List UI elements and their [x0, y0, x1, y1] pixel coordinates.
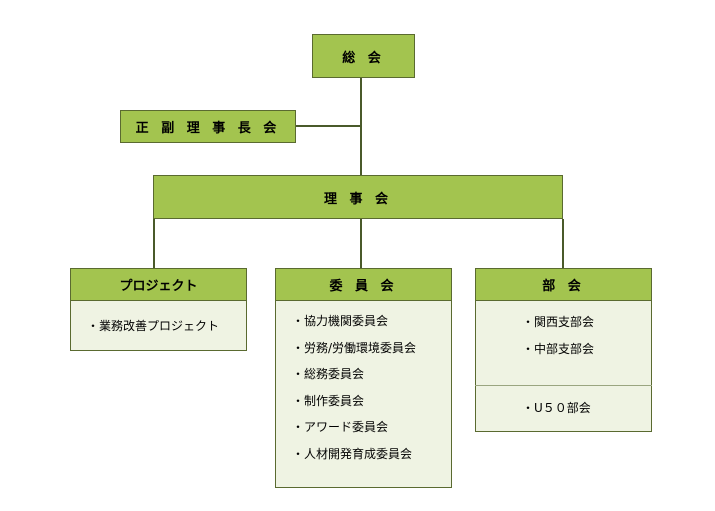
list-item: ・総務委員会 — [292, 367, 365, 381]
general-meeting-node: 総 会 — [312, 34, 415, 78]
connector-board-to-project — [153, 219, 155, 269]
division-item-list: ・関西支部会 ・中部支部会 — [476, 301, 651, 376]
list-item: ・労務/労働環境委員会 — [292, 340, 417, 355]
division-group-title: 部 会 — [476, 269, 651, 301]
division-extra-item-list: ・U５０部会 — [476, 386, 651, 422]
list-item: ・制作委員会 — [292, 393, 365, 408]
division-group: 部 会 ・関西支部会 ・中部支部会 ・U５０部会 — [475, 268, 652, 432]
division-divider — [475, 385, 652, 386]
connector-general-to-board — [360, 78, 362, 175]
committee-group-title: 委 員 会 — [276, 269, 451, 301]
project-group-title: プロジェクト — [71, 269, 246, 301]
connector-board-to-division — [562, 219, 564, 269]
list-item: ・協力機関委員会 — [292, 314, 389, 328]
committee-item-list: ・協力機関委員会 ・労務/労働環境委員会 ・総務委員会 ・制作委員会 ・アワード… — [276, 301, 451, 467]
list-item: ・人材開発育成委員会 — [292, 446, 413, 461]
chair-meeting-node: 正 副 理 事 長 会 — [120, 110, 296, 143]
list-item: ・U５０部会 — [522, 401, 591, 415]
board-node: 理 事 会 — [153, 175, 563, 219]
project-item-list: ・業務改善プロジェクト — [71, 301, 246, 340]
list-item: ・関西支部会 — [522, 315, 595, 329]
project-group: プロジェクト ・業務改善プロジェクト — [70, 268, 247, 351]
list-item: ・中部支部会 — [522, 341, 595, 356]
committee-group: 委 員 会 ・協力機関委員会 ・労務/労働環境委員会 ・総務委員会 ・制作委員会… — [275, 268, 452, 488]
list-item: ・業務改善プロジェクト — [87, 319, 220, 333]
connector-board-to-committee — [360, 219, 362, 269]
list-item: ・アワード委員会 — [292, 420, 389, 434]
connector-chair-to-trunk — [296, 125, 361, 127]
